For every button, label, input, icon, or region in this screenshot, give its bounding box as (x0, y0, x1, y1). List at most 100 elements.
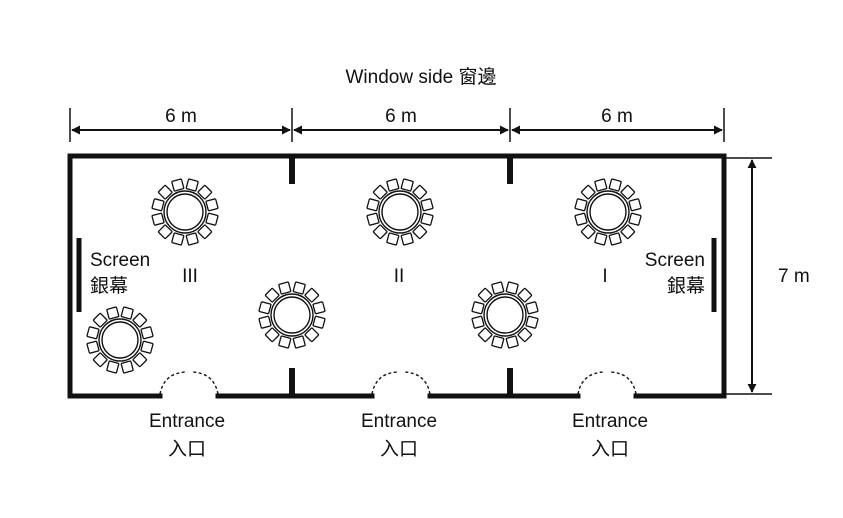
chair (197, 184, 213, 200)
chair (92, 312, 108, 328)
chair (278, 281, 292, 295)
right-screen-label: Screen (645, 250, 705, 271)
chair (106, 306, 120, 320)
table-inner-ring (589, 193, 627, 231)
left-screen-label-zh: 銀幕 (90, 275, 128, 297)
chair (86, 340, 100, 354)
chair (594, 232, 608, 246)
entrance-door (371, 371, 431, 395)
entrance-door (159, 371, 219, 395)
chair (505, 281, 519, 295)
entrance-label-right: Entrance (572, 411, 648, 432)
partition-stubs (289, 158, 513, 394)
chair (86, 326, 100, 340)
chair (264, 287, 280, 303)
chair (386, 178, 400, 192)
chair (574, 198, 588, 212)
chair (171, 178, 185, 192)
chair (292, 281, 306, 295)
chair (366, 198, 380, 212)
table-inner-ring (273, 296, 311, 334)
chair (258, 315, 272, 329)
chair (292, 335, 306, 349)
section-label-i: I (602, 266, 607, 287)
chair (400, 232, 414, 246)
chair (580, 184, 596, 200)
table-top (163, 190, 207, 234)
width-label-right: 6 m (601, 106, 633, 127)
table-top (98, 318, 142, 362)
round-table (471, 281, 539, 349)
chair (580, 224, 596, 240)
table-top (270, 293, 314, 337)
table-inner-ring (486, 296, 524, 334)
chair (386, 232, 400, 246)
chair (517, 327, 533, 343)
window-side-title: Window side 窗邊 (346, 66, 497, 88)
top-dimensions (69, 108, 725, 142)
table-top (586, 190, 630, 234)
chair (420, 198, 434, 212)
room-walls (67, 153, 727, 399)
chair (132, 352, 148, 368)
chair (491, 281, 505, 295)
chair (151, 212, 165, 226)
table-top (378, 190, 422, 234)
round-table (366, 178, 434, 246)
chair (491, 335, 505, 349)
table-inner-ring (381, 193, 419, 231)
section-label-iii: III (182, 266, 198, 287)
entrance-door (577, 371, 637, 395)
chair (412, 224, 428, 240)
chair (400, 178, 414, 192)
left-screen-label: Screen (90, 250, 150, 271)
chair (420, 212, 434, 226)
chair (171, 232, 185, 246)
section-label-ii: II (394, 266, 405, 287)
chair (505, 335, 519, 349)
chair (120, 360, 134, 374)
entrance-label-right-zh: 入口 (591, 438, 629, 460)
round-table (151, 178, 219, 246)
round-table (86, 306, 154, 374)
chair (140, 326, 154, 340)
entrance-label-middle-zh: 入口 (380, 438, 418, 460)
chair (140, 340, 154, 354)
chair (366, 212, 380, 226)
chair (312, 315, 326, 329)
chair (185, 232, 199, 246)
table-inner-ring (166, 193, 204, 231)
round-table (258, 281, 326, 349)
chair (185, 178, 199, 192)
chair (258, 301, 272, 315)
table-inner-ring (101, 321, 139, 359)
chair (525, 315, 539, 329)
table-top (483, 293, 527, 337)
entrance-label-left: Entrance (149, 411, 225, 432)
chair (477, 327, 493, 343)
chair (525, 301, 539, 315)
chair (372, 184, 388, 200)
width-label-middle: 6 m (385, 106, 417, 127)
chair (412, 184, 428, 200)
chair (372, 224, 388, 240)
height-label: 7 m (778, 266, 810, 287)
entrance-label-middle: Entrance (361, 411, 437, 432)
chair (628, 198, 642, 212)
tables-layer (86, 178, 642, 374)
chair (157, 184, 173, 200)
right-screen-label-zh: 銀幕 (667, 275, 705, 297)
chair (157, 224, 173, 240)
chair (278, 335, 292, 349)
chair (151, 198, 165, 212)
chair (594, 178, 608, 192)
chair (92, 352, 108, 368)
chair (620, 224, 636, 240)
width-label-left: 6 m (165, 106, 197, 127)
chair (620, 184, 636, 200)
chair (106, 360, 120, 374)
chair (312, 301, 326, 315)
entrance-label-left-zh: 入口 (168, 438, 206, 460)
chair (264, 327, 280, 343)
